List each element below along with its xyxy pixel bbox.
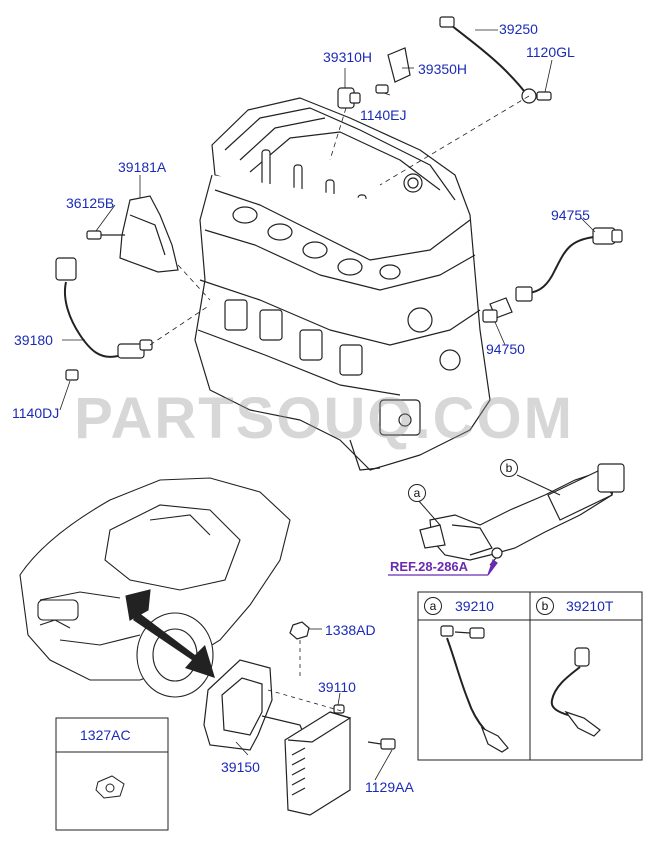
ref-label[interactable]: REF.28-286A xyxy=(390,559,469,574)
label-39350H[interactable]: 39350H xyxy=(418,61,468,77)
legend-box xyxy=(417,591,643,761)
legend-sensor-a xyxy=(440,625,509,753)
sensor-39250 xyxy=(379,16,552,186)
watermark: PARTSOUQ.COM xyxy=(74,386,574,451)
ref-underline xyxy=(388,559,498,576)
box-1327AC xyxy=(55,717,169,831)
label-39181A[interactable]: 39181A xyxy=(118,159,167,175)
label-39250[interactable]: 39250 xyxy=(499,21,538,37)
car-to-ecu-arrow xyxy=(133,612,215,678)
legend-callout-a: a xyxy=(424,597,442,615)
sensor-94755-94750 xyxy=(482,227,623,323)
label-94755[interactable]: 94755 xyxy=(551,207,590,223)
label-39110[interactable]: 39110 xyxy=(318,679,356,695)
label-39310H[interactable]: 39310H xyxy=(323,49,373,65)
label-1338AD[interactable]: 1338AD xyxy=(325,622,376,638)
label-94750[interactable]: 94750 xyxy=(486,341,525,357)
sensor-39310H xyxy=(329,47,411,161)
cover-39181A xyxy=(86,195,211,301)
legend-callout-b: b xyxy=(536,597,554,615)
fasteners xyxy=(267,621,396,750)
car-outline xyxy=(19,477,291,698)
label-1129AA[interactable]: 1129AA xyxy=(365,779,414,795)
label-1140DJ[interactable]: 1140DJ xyxy=(12,405,60,421)
sensor-39180 xyxy=(55,257,211,381)
legend-sensor-b xyxy=(550,647,601,737)
label-1327AC[interactable]: 1327AC xyxy=(80,727,131,743)
label-1120GL[interactable]: 1120GL xyxy=(526,44,575,60)
label-leaders xyxy=(59,29,596,781)
legend-part-b[interactable]: 39210T xyxy=(566,598,614,614)
engine-block xyxy=(194,97,491,471)
label-39180[interactable]: 39180 xyxy=(14,332,53,348)
callout-a: a xyxy=(408,484,426,502)
label-39150[interactable]: 39150 xyxy=(221,759,260,775)
callout-b: b xyxy=(500,459,518,477)
legend-part-a[interactable]: 39210 xyxy=(455,598,494,614)
ecu-39110 xyxy=(284,704,352,816)
label-1140EJ[interactable]: 1140EJ xyxy=(360,107,407,123)
catalytic-converter xyxy=(419,463,625,561)
label-36125B[interactable]: 36125B xyxy=(66,195,115,211)
